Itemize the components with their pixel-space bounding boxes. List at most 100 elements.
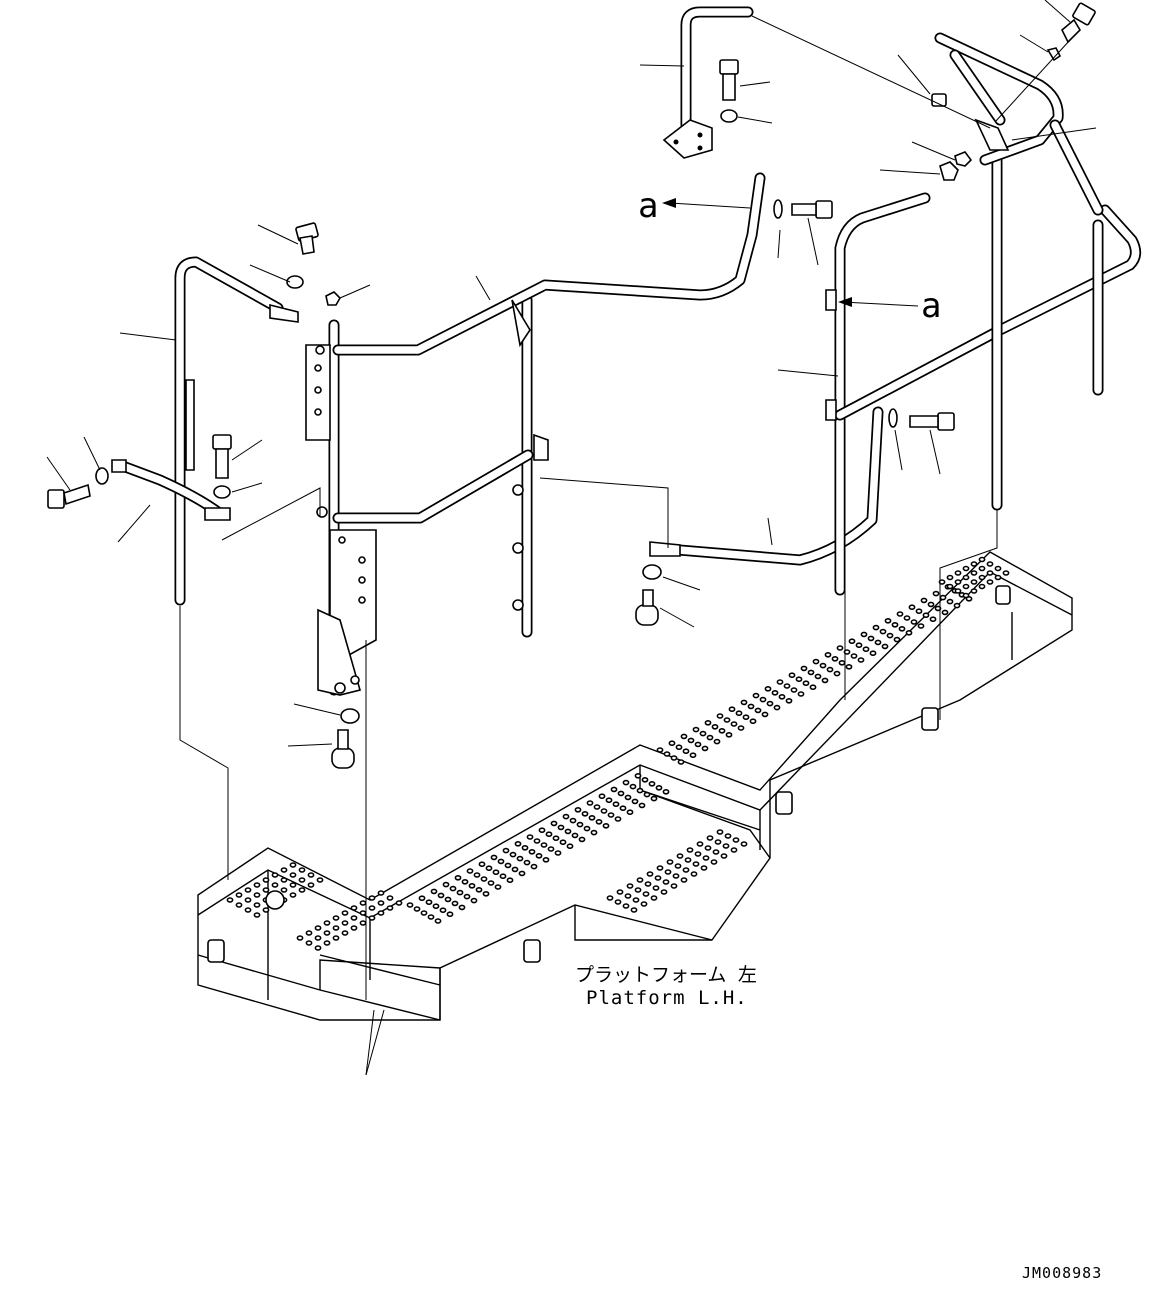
- perforation-hole: [631, 798, 639, 805]
- perforation-hole: [458, 904, 466, 911]
- perforation-hole: [624, 893, 632, 899]
- perforation-hole: [802, 680, 810, 687]
- perforation-hole: [701, 745, 709, 752]
- perforation-hole: [614, 816, 622, 822]
- perforation-hole: [732, 837, 740, 843]
- perforation-hole: [323, 920, 331, 926]
- perforation-hole: [307, 872, 315, 878]
- perforation-hole: [425, 899, 433, 906]
- perforation-hole: [610, 786, 618, 793]
- perforation-hole: [614, 899, 622, 905]
- perforation-hole: [289, 892, 297, 898]
- perforation-hole: [350, 925, 358, 931]
- drawing-code: JM008983: [1022, 1264, 1103, 1282]
- perforation-hole: [640, 901, 648, 907]
- perforation-hole: [722, 843, 730, 849]
- perforation-hole: [634, 887, 642, 893]
- perforation-hole: [660, 889, 668, 895]
- perforation-hole: [253, 902, 261, 908]
- perforation-hole: [978, 574, 986, 581]
- perforation-hole: [994, 565, 1002, 572]
- perforation-hole: [386, 895, 394, 901]
- perforation-hole: [845, 663, 853, 670]
- perforation-hole: [377, 890, 385, 896]
- perforation-hole: [656, 747, 664, 753]
- perforation-hole: [475, 886, 483, 893]
- perforation-hole: [235, 902, 243, 908]
- perforation-hole: [359, 910, 367, 916]
- perforation-hole: [812, 658, 820, 665]
- perforation-hole: [735, 710, 743, 717]
- perforation-hole: [648, 780, 656, 787]
- perforation-hole: [970, 579, 978, 585]
- perforation-hole: [962, 565, 970, 572]
- perforation-hole: [244, 887, 252, 893]
- perforation-hole: [430, 888, 438, 895]
- perforation-hole: [809, 684, 817, 691]
- perforation-hole: [783, 683, 791, 689]
- callout-mark-a: a: [638, 186, 659, 226]
- perforation-hole: [636, 787, 644, 794]
- perforation-hole: [720, 853, 728, 859]
- perforation-hole: [552, 835, 560, 842]
- perforation-hole: [630, 907, 638, 913]
- perforation-hole: [622, 779, 630, 786]
- perforation-hole: [289, 882, 297, 888]
- perforation-hole: [437, 892, 445, 899]
- perforation-hole: [694, 851, 702, 857]
- perforation-hole: [444, 896, 452, 903]
- perforation-hole: [962, 574, 970, 581]
- perforation-hole: [970, 561, 978, 567]
- perforation-hole: [702, 855, 710, 861]
- perforation-hole: [538, 827, 546, 834]
- mounting-plates: [111, 118, 1010, 696]
- perforation-hole: [253, 882, 261, 888]
- perforation-hole: [289, 872, 297, 878]
- perforation-hole: [638, 802, 646, 809]
- perforation-hole: [504, 862, 512, 869]
- perforation-hole: [761, 711, 769, 718]
- perforation-hole: [711, 723, 719, 730]
- perforation-hole: [922, 612, 930, 619]
- perforation-hole: [675, 744, 683, 751]
- perforation-hole: [814, 673, 822, 680]
- perforation-hole: [819, 662, 827, 669]
- perforation-hole: [518, 870, 526, 877]
- perforation-hole: [571, 832, 579, 839]
- perforation-hole: [718, 727, 726, 734]
- perforation-hole: [296, 935, 304, 941]
- perforation-hole: [446, 911, 454, 918]
- perforation-hole: [694, 741, 702, 748]
- perforation-hole: [332, 915, 340, 921]
- perforation-hole: [280, 867, 288, 873]
- perforation-hole: [881, 643, 889, 650]
- perforation-hole: [886, 632, 894, 639]
- perforation-hole: [332, 935, 340, 941]
- perforation-hole: [788, 672, 796, 679]
- perforation-hole: [395, 900, 403, 906]
- perforation-hole: [271, 872, 279, 878]
- perforation-hole: [764, 685, 772, 692]
- perforation-hole: [602, 822, 610, 829]
- perforation-hole: [898, 625, 906, 632]
- perforation-hole: [843, 649, 851, 655]
- perforation-hole: [418, 895, 426, 902]
- perforation-hole: [939, 594, 947, 601]
- perforation-hole: [680, 733, 688, 740]
- perforation-hole: [470, 897, 478, 904]
- perforation-hole: [434, 918, 442, 924]
- perforation-hole: [359, 920, 367, 926]
- perforation-hole: [606, 895, 614, 901]
- perforation-hole: [941, 609, 949, 616]
- perforation-hole: [595, 818, 603, 825]
- perforation-hole: [785, 697, 793, 704]
- perforation-hole: [970, 570, 978, 576]
- perforation-hole: [235, 892, 243, 898]
- perforation-hole: [533, 838, 541, 844]
- perforation-hole: [946, 574, 954, 581]
- perforation-hole: [905, 629, 913, 636]
- perforation-hole: [554, 850, 562, 856]
- perforation-hole: [253, 912, 261, 918]
- perforation-hole: [766, 700, 774, 707]
- perforation-hole: [690, 871, 698, 877]
